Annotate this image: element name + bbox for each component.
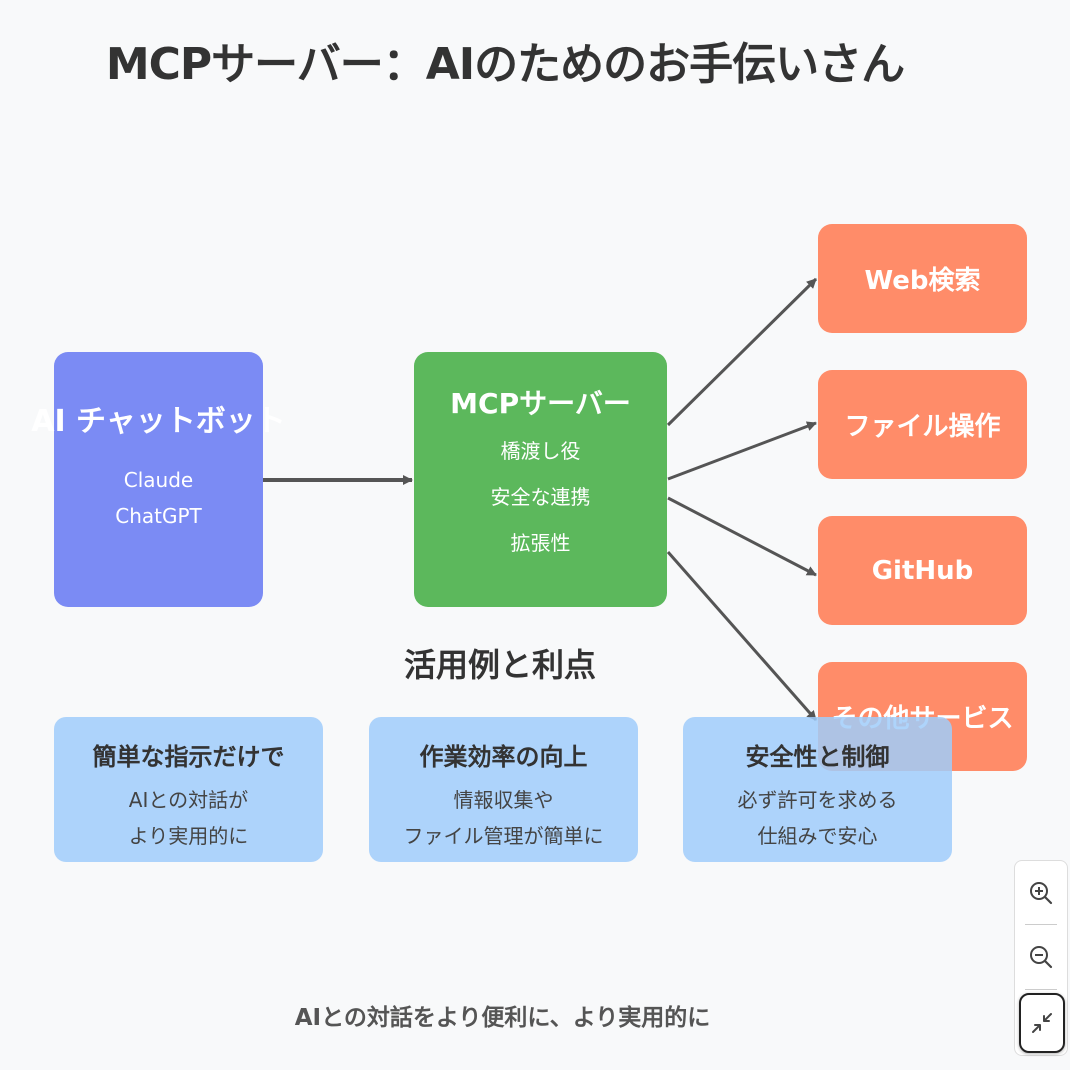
zoom-out-button[interactable] — [1019, 931, 1063, 983]
mcp-server-box: MCPサーバー 橋渡し役 安全な連携 拡張性 — [414, 352, 667, 607]
zoom-controls — [1014, 860, 1068, 1056]
service-box-web-search: Web検索 — [818, 224, 1027, 333]
benefit-card-title: 簡単な指示だけで — [92, 743, 285, 771]
benefit-card-title: 作業効率の向上 — [419, 743, 588, 771]
fit-screen-icon — [1032, 1013, 1052, 1033]
benefit-card-desc: 必ず許可を求める 仕組みで安心 — [683, 782, 952, 854]
mcp-server-features: 橋渡し役 安全な連携 拡張性 — [491, 428, 591, 566]
page-title: MCPサーバー：AIのためのお手伝いさん — [105, 39, 905, 90]
benefit-card: 安全性と制御 必ず許可を求める 仕組みで安心 — [683, 717, 952, 862]
ai-chatbot-examples: Claude ChatGPT — [115, 462, 202, 534]
fit-screen-button[interactable] — [1019, 993, 1065, 1053]
ai-chatbot-box: AI チャットボット Claude ChatGPT — [31, 352, 286, 607]
benefit-card-line: AIとの対話が — [128, 788, 249, 812]
benefit-card-line: 必ず許可を求める — [737, 788, 898, 812]
zoom-divider — [1025, 924, 1057, 925]
mcp-feature-item: 拡張性 — [510, 530, 571, 555]
benefit-card-desc: 情報収集や ファイル管理が簡単に — [369, 782, 638, 854]
arrow-mcp-to-github — [667, 496, 817, 577]
footer-tagline: AIとの対話をより便利に、より実用的に — [294, 1005, 711, 1031]
benefit-card: 簡単な指示だけで AIとの対話が より実用的に — [54, 717, 323, 862]
mcp-feature-item: 安全な連携 — [490, 484, 591, 509]
benefit-card-line: ファイル管理が簡単に — [403, 824, 604, 848]
ai-example-item: ChatGPT — [115, 503, 202, 528]
benefit-card-line: 仕組みで安心 — [757, 824, 878, 848]
zoom-out-icon — [1030, 946, 1053, 969]
zoom-divider — [1025, 989, 1057, 990]
zoom-in-icon — [1030, 882, 1053, 905]
benefit-card-desc: AIとの対話が より実用的に — [54, 782, 323, 854]
mcp-server-heading: MCPサーバー — [450, 386, 631, 420]
benefit-card-line: 情報収集や — [453, 788, 554, 812]
arrow-mcp-to-other — [666, 551, 818, 721]
benefit-card-line: より実用的に — [128, 824, 249, 848]
benefit-card-title: 安全性と制御 — [745, 743, 890, 771]
section-title: 活用例と利点 — [403, 646, 596, 684]
arrow-mcp-to-file — [667, 421, 817, 481]
service-box-github: GitHub — [818, 516, 1027, 625]
ai-example-item: Claude — [123, 467, 194, 492]
benefit-card: 作業効率の向上 情報収集や ファイル管理が簡単に — [369, 717, 638, 862]
mcp-feature-item: 橋渡し役 — [500, 438, 581, 463]
zoom-in-button[interactable] — [1019, 867, 1063, 919]
ai-chatbot-heading: AI チャットボット — [31, 403, 286, 439]
arrow-mcp-to-web — [666, 277, 818, 427]
service-box-file-ops: ファイル操作 — [818, 370, 1027, 479]
